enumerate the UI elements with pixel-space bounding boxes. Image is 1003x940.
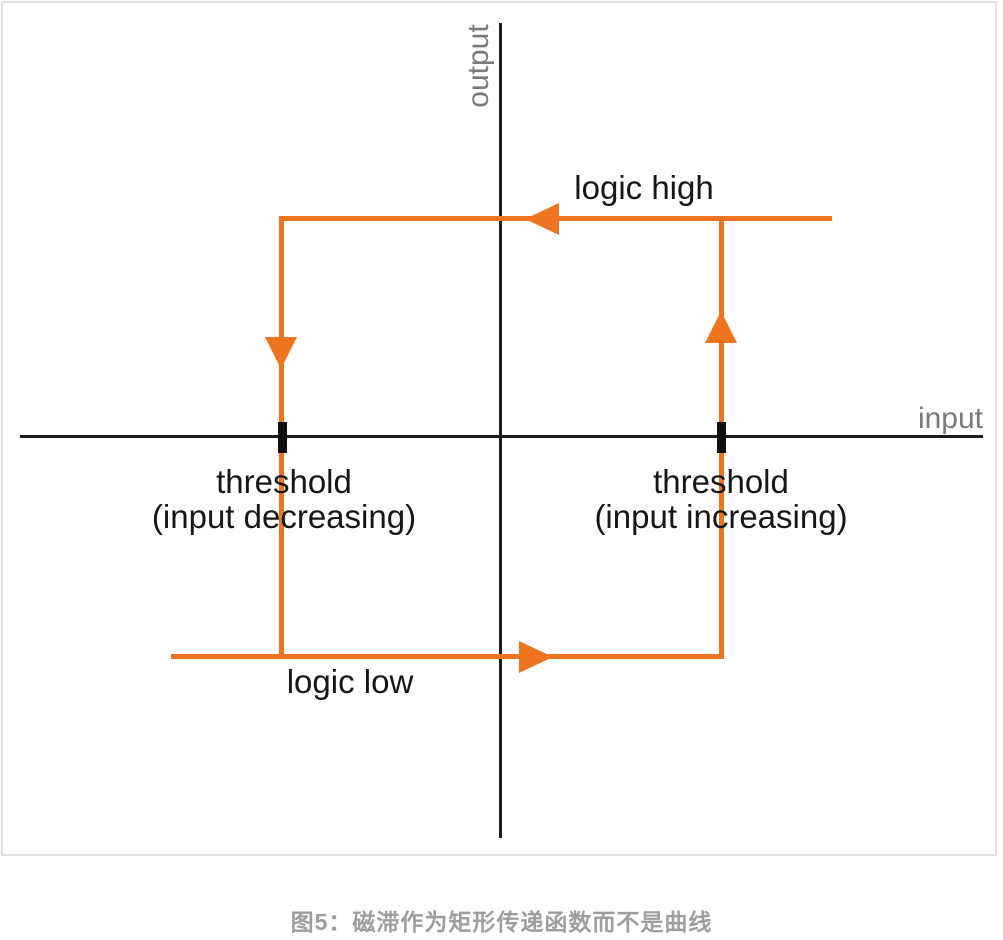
y-axis-label: output — [462, 24, 495, 108]
y-axis-line — [499, 23, 502, 838]
threshold-tick-decreasing — [278, 422, 287, 453]
loop-bottom-segment — [171, 654, 724, 659]
threshold-increasing-line1: threshold — [653, 463, 789, 500]
threshold-decreasing-line1: threshold — [216, 463, 352, 500]
x-axis-line — [20, 435, 983, 438]
threshold-increasing-line2: (input increasing) — [594, 498, 848, 535]
threshold-decreasing-label: threshold (input decreasing) — [84, 464, 484, 534]
figure-frame: output input logic high threshold (input… — [1, 1, 997, 856]
logic-low-label: logic low — [286, 663, 414, 700]
threshold-increasing-label: threshold (input increasing) — [521, 464, 921, 534]
arrow-right-icon — [519, 641, 553, 673]
x-axis-label: input — [917, 402, 983, 435]
figure-caption: 图5：磁滞作为矩形传递函数而不是曲线 — [290, 909, 713, 935]
arrow-left-icon — [525, 203, 559, 235]
threshold-tick-increasing — [717, 422, 726, 453]
arrow-up-icon — [705, 311, 737, 343]
threshold-decreasing-line2: (input decreasing) — [151, 498, 417, 535]
logic-high-label: logic high — [574, 169, 714, 206]
arrow-down-icon — [265, 337, 297, 369]
